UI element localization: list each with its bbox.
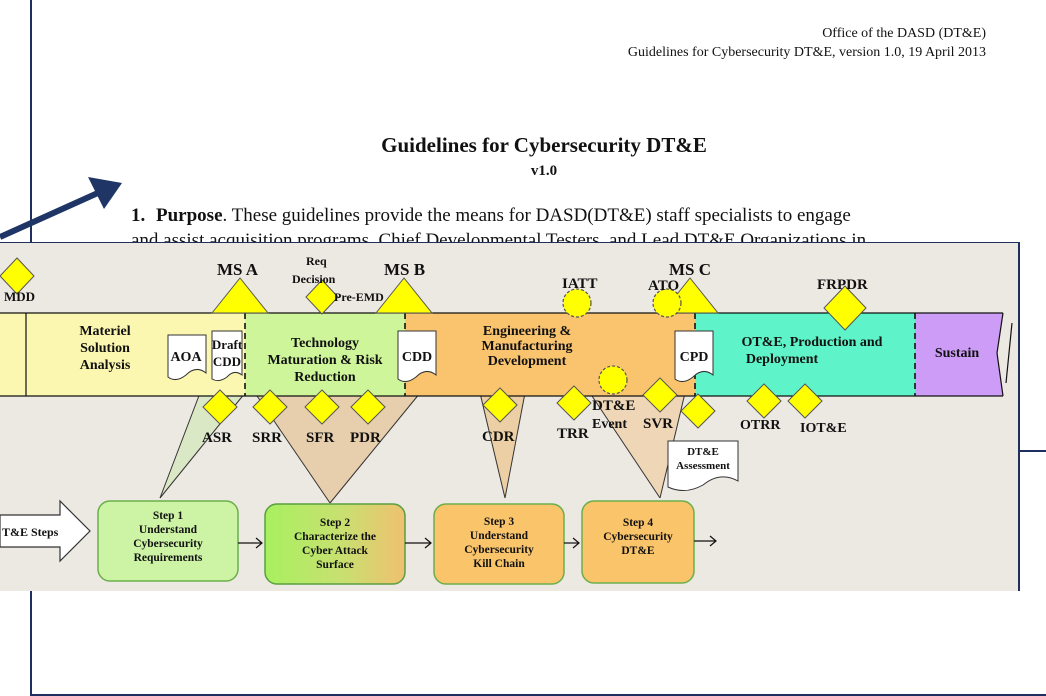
phase-tmrr — [245, 313, 405, 396]
pre-emd-label: Pre-EMD — [334, 290, 384, 304]
iote-diamond — [787, 383, 823, 419]
step4-line2: DT&E — [621, 545, 655, 557]
step2-wedge — [255, 393, 420, 503]
trr-label: TRR — [557, 426, 589, 442]
step1-line2: Cybersecurity — [133, 538, 203, 550]
step1-line3: Requirements — [134, 552, 203, 564]
phase-ote-line2: Deployment — [746, 352, 819, 367]
step2-line2: Cyber Attack — [302, 545, 369, 557]
phase-emd-line3: Development — [488, 354, 567, 369]
dte-event-circle — [598, 365, 628, 395]
purpose-paragraph: 1. Purpose. These guidelines provide the… — [131, 205, 1031, 227]
iote-label: IOT&E — [800, 421, 847, 436]
doc-cdd: CDD — [402, 350, 432, 365]
phase-tmrr-line3: Reduction — [294, 370, 356, 385]
srr-label: SRR — [252, 430, 282, 446]
step1-line1: Understand — [139, 524, 198, 536]
req-label: Req — [306, 254, 327, 268]
step2-line1: Characterize the — [294, 531, 376, 543]
step4-line1: Cybersecurity — [603, 531, 673, 543]
phase-sustain — [915, 313, 1003, 396]
phase-ote-line1: OT&E, Production and — [742, 335, 883, 350]
sfr-label: SFR — [306, 430, 335, 446]
step2-line3: Surface — [316, 559, 354, 571]
document-version: v1.0 — [530, 163, 558, 179]
step3-wedge — [480, 393, 525, 498]
doc-cpd: CPD — [680, 350, 709, 365]
doc-dte-assessment-line1: DT&E — [687, 446, 719, 458]
ms-a-triangle — [210, 277, 270, 314]
iatt-label: IATT — [562, 276, 598, 292]
doc-draft-cdd: CDD — [213, 354, 241, 369]
phase-tmrr-line2: Maturation & Risk — [267, 353, 382, 368]
ms-b-label: MS B — [384, 260, 425, 279]
phase-sustain: Sustain — [935, 346, 980, 361]
iatt-circle — [562, 288, 592, 318]
phase-emd — [405, 313, 695, 396]
pdr-label: PDR — [350, 430, 381, 446]
frpdr-diamond — [823, 285, 867, 331]
dte-lifecycle-diagram: Materiel Solution Analysis Technology Ma… — [0, 242, 1020, 591]
phase-msa-line3: Analysis — [80, 358, 131, 373]
step4-box — [581, 500, 695, 584]
svr-diamond — [642, 377, 678, 413]
step1-title: Step 1 — [153, 510, 184, 522]
mdd-label: MDD — [4, 289, 35, 304]
doc-draft: Draft — [212, 337, 243, 352]
step3-line2: Cybersecurity — [464, 544, 534, 556]
pdr-diamond — [350, 389, 386, 425]
ato-label: ATO — [648, 278, 679, 294]
document-icons — [167, 330, 739, 491]
step4-title: Step 4 — [623, 517, 654, 529]
phase-tmrr-line1: Technology — [291, 336, 359, 351]
sfr-diamond — [304, 389, 340, 425]
dte-event-label-line2: Event — [592, 417, 627, 432]
step2-box — [264, 503, 406, 585]
phase-emd-line2: Manufacturing — [482, 339, 573, 354]
step2-title: Step 2 — [320, 517, 351, 529]
step4-wedge — [590, 393, 685, 498]
header-guideline-version: Guidelines for Cybersecurity DT&E, versi… — [627, 45, 986, 60]
ms-a-label: MS A — [217, 260, 259, 279]
step3-line1: Understand — [470, 530, 529, 542]
step1-box — [97, 500, 239, 582]
frame-line — [1020, 450, 1046, 452]
header-office: Office of the DASD (DT&E) — [822, 26, 986, 41]
step3-box — [433, 503, 565, 585]
phase-emd-line1: Engineering & — [483, 324, 571, 339]
asr-label: ASR — [202, 430, 232, 446]
req-decision-diamond — [305, 279, 339, 315]
document-title: Guidelines for Cybersecurity DT&E — [381, 133, 707, 157]
ato-circle — [652, 288, 682, 318]
decision-label: Decision — [292, 272, 336, 286]
otrr-diamond — [746, 383, 782, 419]
dte-assessment-diamond — [680, 393, 716, 429]
dte-event-label-line1: DT&E — [592, 398, 635, 414]
otrr-label: OTRR — [740, 418, 781, 433]
ms-c-label: MS C — [669, 260, 711, 279]
step3-line3: Kill Chain — [473, 558, 525, 570]
trr-diamond — [556, 385, 592, 421]
section-number: 1. — [131, 205, 146, 226]
frpdr-label: FRPDR — [817, 277, 868, 293]
steps-arrow — [0, 499, 91, 563]
doc-aoa: AOA — [170, 350, 202, 365]
phase-msa-line1: Materiel — [79, 324, 130, 339]
section-text: . These guidelines provide the means for… — [222, 205, 851, 226]
cdr-label: CDR — [482, 429, 515, 445]
srr-diamond — [252, 389, 288, 425]
asr-diamond — [202, 389, 238, 425]
steps-arrow-label: T&E Steps — [2, 525, 59, 539]
svr-label: SVR — [643, 416, 673, 432]
cdr-diamond — [482, 387, 518, 423]
phase-msa-line2: Solution — [80, 341, 130, 356]
step3-title: Step 3 — [484, 516, 515, 528]
mdd-diamond — [0, 257, 35, 295]
pointer-arrow-icon — [0, 177, 122, 240]
doc-dte-assessment-line2: Assessment — [676, 460, 730, 472]
ms-b-triangle — [374, 277, 434, 314]
phase-ote — [695, 313, 915, 396]
section-heading: Purpose — [156, 205, 223, 226]
